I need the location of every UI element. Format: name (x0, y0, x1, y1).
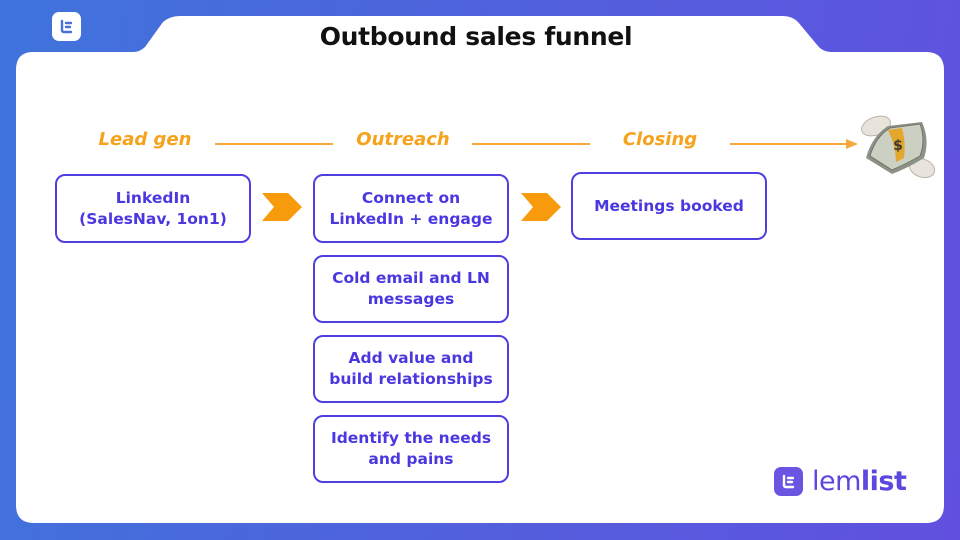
chevron-right-icon (262, 193, 302, 221)
step-text-line: LinkedIn (115, 188, 191, 207)
step-text-line: (SalesNav, 1on1) (79, 209, 227, 228)
step-text-line: Add value and (348, 349, 474, 367)
step-cold-email: Cold email and LN messages (313, 255, 509, 323)
page-title: Outbound sales funnel (319, 22, 633, 51)
step-text-line: Cold email and LN (332, 269, 490, 287)
connector-line (215, 143, 333, 145)
step-meetings-booked: Meetings booked (571, 172, 767, 240)
step-text-line: and pains (368, 450, 454, 468)
step-identify-needs: Identify the needs and pains (313, 415, 509, 483)
lemlist-logo-icon (52, 12, 81, 41)
step-text-line: Connect on (361, 188, 461, 207)
step-connect-linkedin: Connect on LinkedIn + engage (313, 174, 509, 243)
brand-name-light: lem (812, 466, 861, 497)
step-add-value: Add value and build relationships (313, 335, 509, 403)
step-text-line: Meetings booked (594, 196, 744, 215)
brand-name: lemlist (812, 466, 907, 497)
brand-name-bold: list (860, 466, 907, 497)
step-text-line: Identify the needs (330, 429, 492, 447)
step-text-line: LinkedIn + engage (329, 209, 493, 228)
brand-logo: lemlist (774, 466, 907, 497)
connector-line (472, 143, 590, 145)
lemlist-logo-icon (774, 467, 803, 496)
step-text-line: messages (367, 290, 455, 308)
chevron-right-icon (521, 193, 561, 221)
svg-text:$: $ (893, 138, 903, 154)
arrow-to-money (730, 139, 858, 149)
step-linkedin-salesnav: LinkedIn (SalesNav, 1on1) (55, 174, 251, 243)
stage-label-outreach: Outreach (356, 129, 450, 150)
step-text-line: build relationships (329, 370, 493, 388)
money-with-wings-icon: $ (861, 115, 936, 179)
stage-label-closing: Closing (622, 129, 698, 150)
stage-label-lead-gen: Lead gen (98, 129, 192, 150)
